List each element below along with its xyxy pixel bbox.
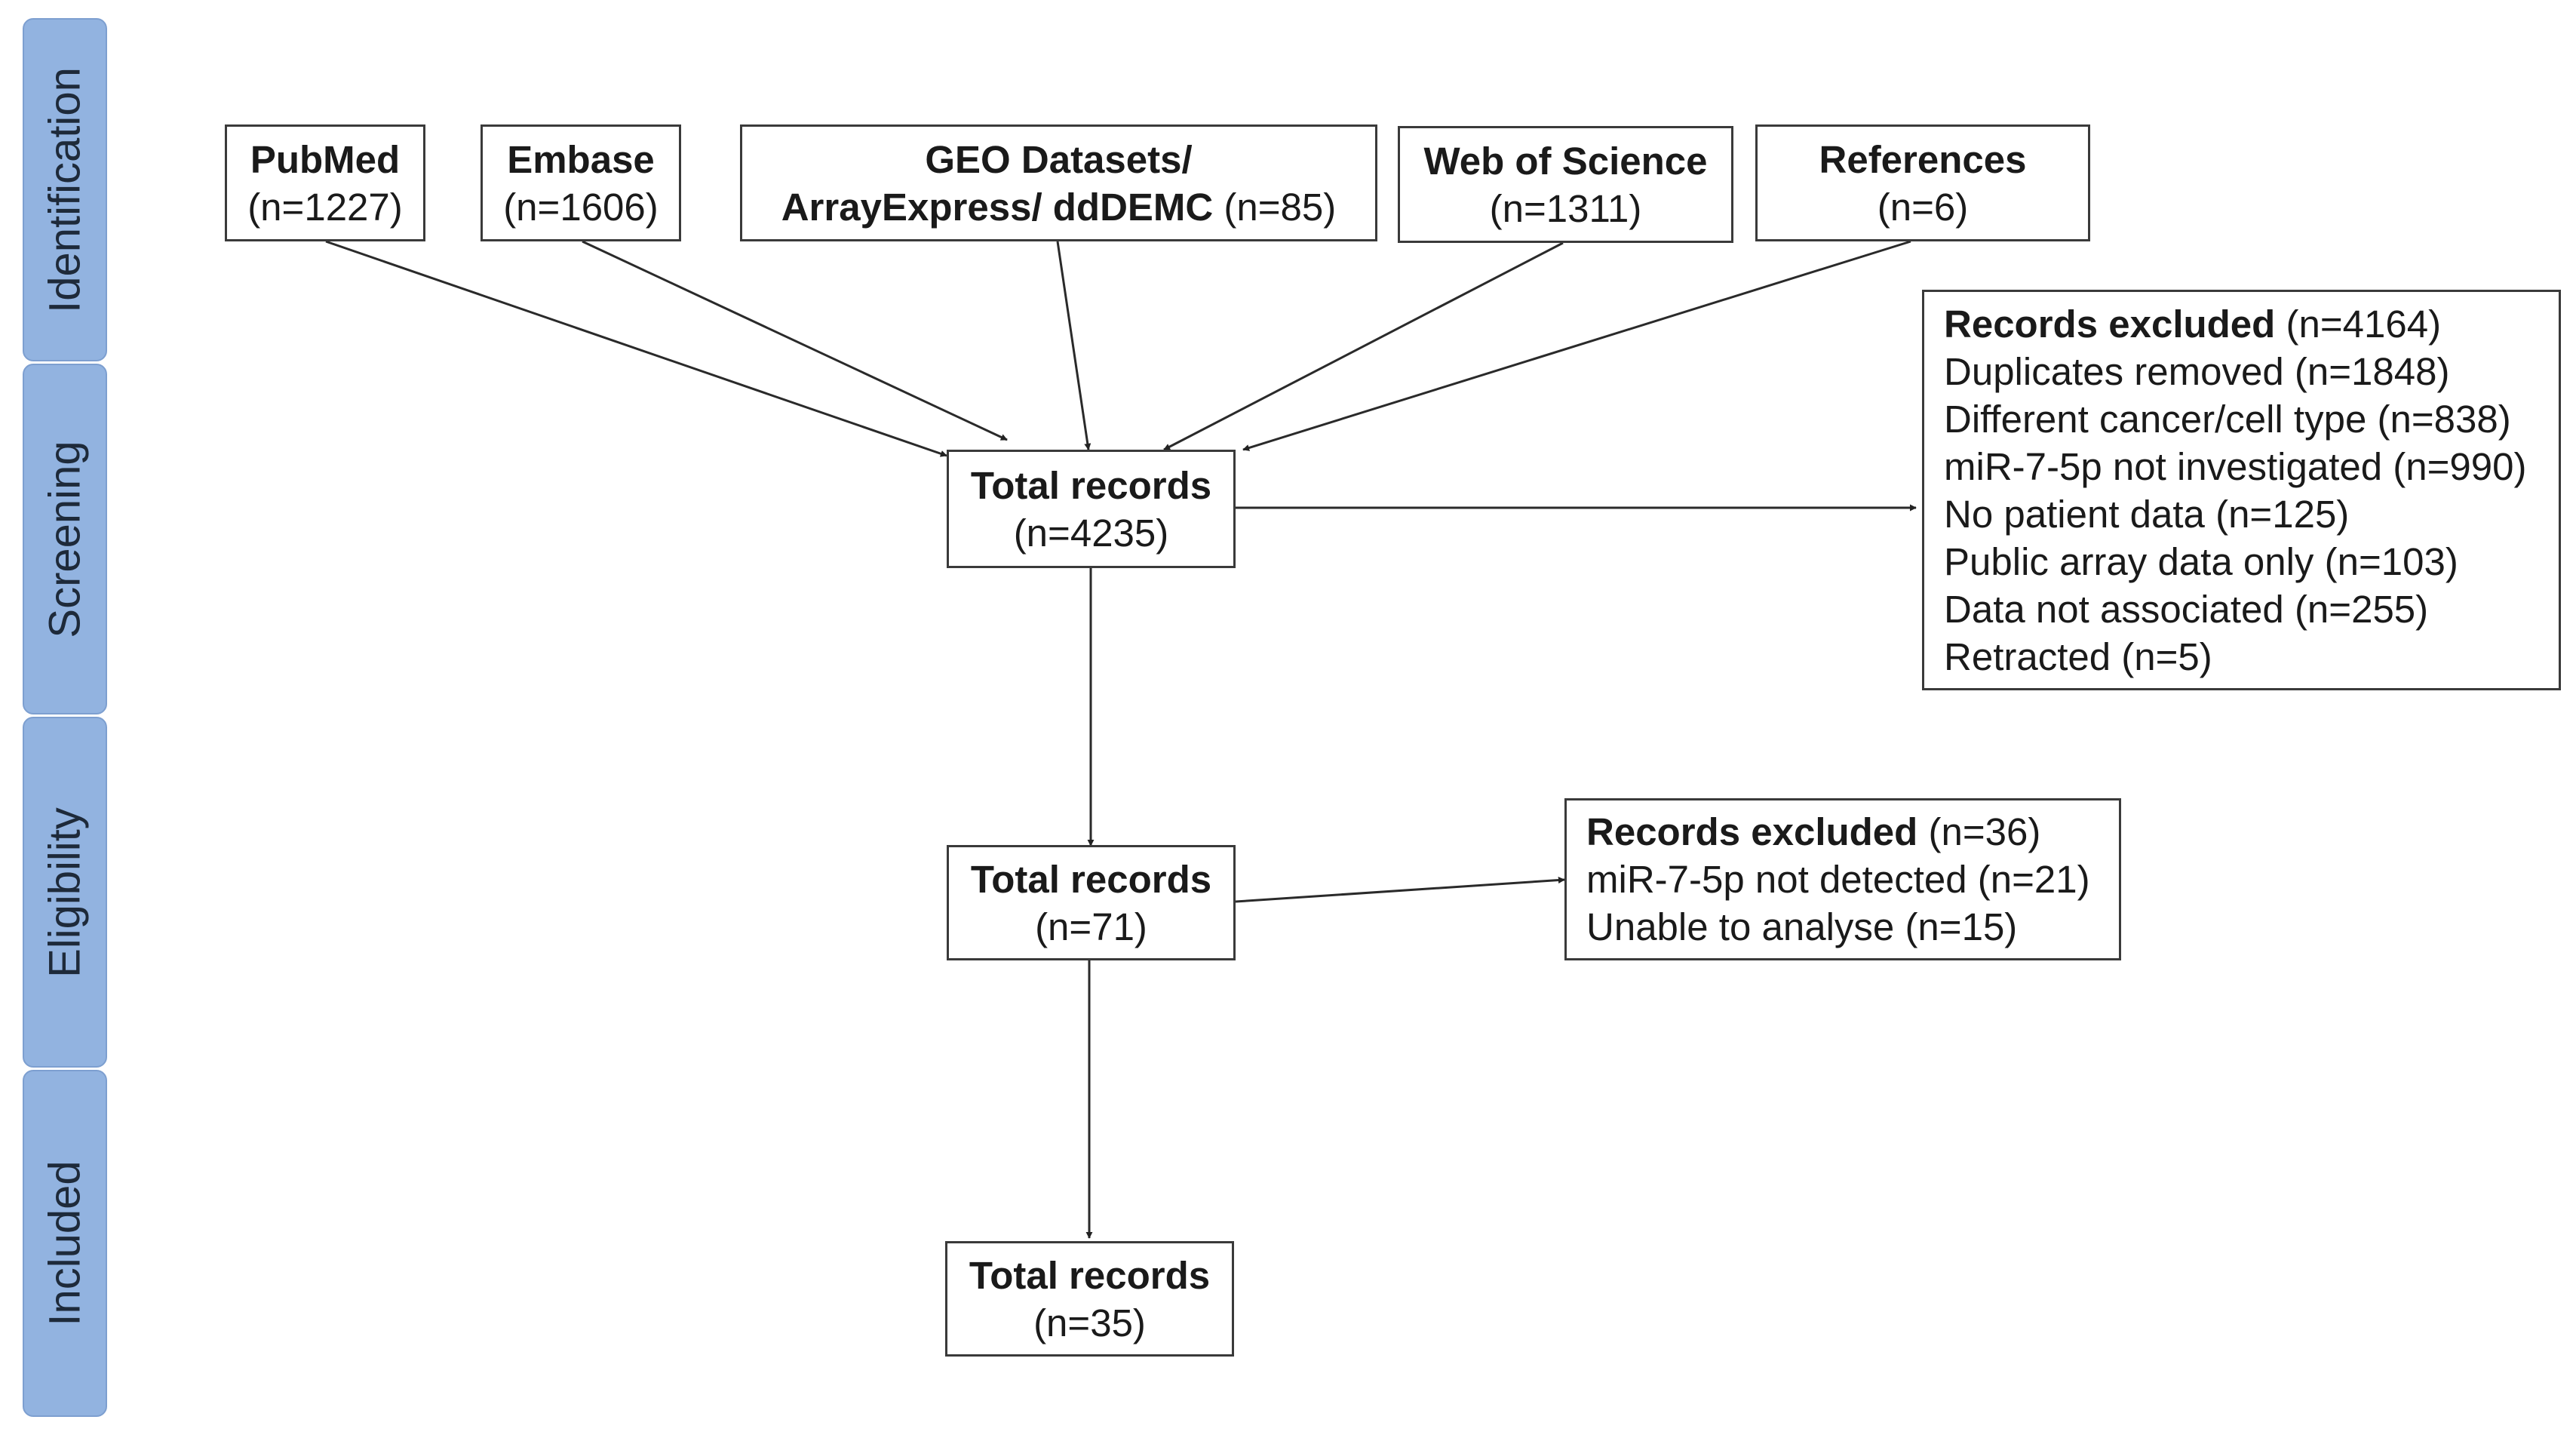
arrow-eligibility-to-excluded bbox=[1235, 877, 1565, 903]
source-count: (n=1227) bbox=[247, 185, 403, 229]
source-name: PubMed bbox=[250, 137, 401, 181]
arrow-references-to-total bbox=[1242, 240, 1911, 451]
excluded-count: (n=36) bbox=[1917, 810, 2041, 853]
arrow-geo-to-total bbox=[1056, 241, 1091, 450]
excluded-reason: Public array data only (n=103) bbox=[1944, 539, 2458, 583]
source-embase-box: Embase (n=1606) bbox=[481, 124, 681, 241]
source-count: (n=85) bbox=[1213, 185, 1337, 229]
total-title: Total records bbox=[969, 1253, 1211, 1297]
source-pubmed-box: PubMed (n=1227) bbox=[225, 124, 425, 241]
excluded-reason: miR-7-5p not detected (n=21) bbox=[1586, 858, 2090, 901]
arrow-pubmed-to-total bbox=[325, 240, 947, 457]
source-count: (n=6) bbox=[1877, 185, 1969, 229]
source-name: Web of Science bbox=[1423, 139, 1708, 183]
phase-screening: Screening bbox=[23, 364, 107, 714]
eligibility-excluded-box: Records excluded (n=36) miR-7-5p not det… bbox=[1564, 798, 2121, 960]
source-name-line2: ArrayExpress/ ddDEMC bbox=[781, 185, 1214, 229]
excluded-reason: Unable to analyse (n=15) bbox=[1586, 905, 2018, 948]
source-name-line1: GEO Datasets/ bbox=[925, 137, 1193, 181]
source-references-box: References (n=6) bbox=[1755, 124, 2090, 241]
screening-total-box: Total records (n=4235) bbox=[947, 450, 1236, 568]
source-name: Embase bbox=[507, 137, 655, 181]
eligibility-total-box: Total records (n=71) bbox=[947, 845, 1236, 960]
excluded-reason: Retracted (n=5) bbox=[1944, 635, 2212, 678]
included-total-box: Total records (n=35) bbox=[945, 1241, 1234, 1357]
source-wos-box: Web of Science (n=1311) bbox=[1398, 126, 1733, 243]
source-geo-box: GEO Datasets/ ArrayExpress/ ddDEMC (n=85… bbox=[740, 124, 1377, 241]
total-title: Total records bbox=[970, 857, 1212, 901]
excluded-reason: No patient data (n=125) bbox=[1944, 492, 2350, 536]
total-title: Total records bbox=[970, 463, 1212, 507]
phase-included: Included bbox=[23, 1070, 107, 1417]
excluded-title: Records excluded bbox=[1944, 302, 2276, 346]
excluded-reason: Data not associated (n=255) bbox=[1944, 587, 2429, 631]
excluded-reason: Different cancer/cell type (n=838) bbox=[1944, 397, 2511, 441]
arrow-wos-to-total bbox=[1163, 241, 1564, 451]
source-count: (n=1606) bbox=[503, 185, 659, 229]
excluded-reason: miR-7-5p not investigated (n=990) bbox=[1944, 444, 2527, 488]
total-count: (n=71) bbox=[1035, 905, 1147, 948]
screening-excluded-box: Records excluded (n=4164) Duplicates rem… bbox=[1922, 290, 2561, 690]
arrow-embase-to-total bbox=[582, 240, 1008, 441]
phase-eligibility: Eligibility bbox=[23, 717, 107, 1068]
total-count: (n=4235) bbox=[1013, 511, 1169, 555]
source-count: (n=1311) bbox=[1489, 186, 1642, 230]
source-name: References bbox=[1819, 137, 2027, 181]
total-count: (n=35) bbox=[1033, 1301, 1146, 1344]
excluded-title: Records excluded bbox=[1586, 810, 1918, 853]
excluded-count: (n=4164) bbox=[2275, 302, 2442, 346]
excluded-reason: Duplicates removed (n=1848) bbox=[1944, 349, 2450, 393]
phase-identification: Identification bbox=[23, 18, 107, 361]
